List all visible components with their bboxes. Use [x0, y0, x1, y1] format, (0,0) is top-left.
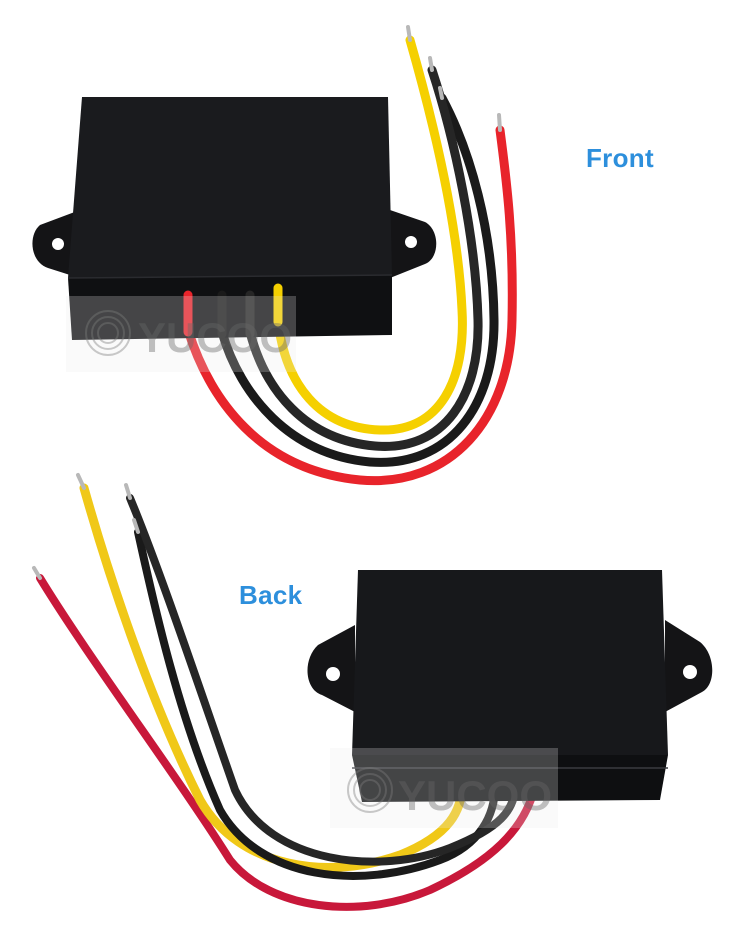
red-wire	[36, 574, 539, 911]
front-view: YUCOO	[32, 25, 517, 486]
back-label: Back	[239, 580, 303, 610]
black-wire	[217, 93, 499, 467]
red-wire	[183, 125, 517, 486]
watermark: YUCOO	[330, 748, 558, 828]
front-module-image: YUCOO	[32, 25, 517, 486]
watermark: YUCOO	[66, 296, 296, 372]
wire-tips	[406, 25, 502, 132]
watermark-text: YUCOO	[138, 314, 292, 361]
black-wire	[126, 494, 519, 866]
module-front-face	[352, 755, 668, 802]
wire-tips	[32, 473, 140, 580]
front-label: Front	[586, 143, 654, 173]
yellow-wire	[79, 483, 467, 872]
yellow-wire	[273, 35, 467, 435]
back-module-image: YUCOO	[32, 473, 713, 911]
watermark-text: YUCOO	[398, 772, 552, 819]
module-front-face	[68, 275, 392, 340]
back-view: YUCOO	[0, 450, 750, 939]
module-top	[68, 97, 392, 278]
black-wire	[245, 65, 483, 451]
module-top	[352, 570, 668, 755]
